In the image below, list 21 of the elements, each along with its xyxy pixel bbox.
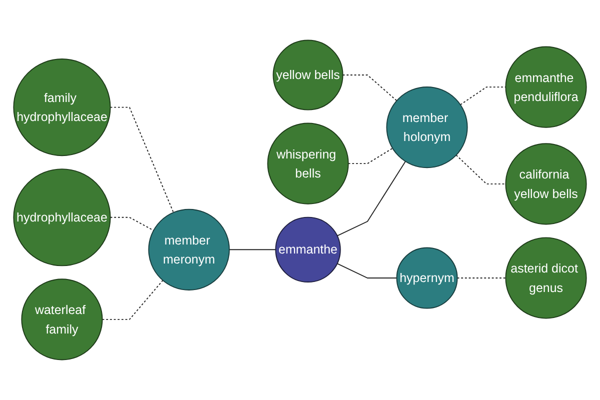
connector bbox=[456, 154, 506, 184]
node-circle: asterid dicot genus bbox=[505, 237, 587, 319]
node-circle: member meronym bbox=[148, 208, 230, 290]
connector bbox=[102, 280, 164, 320]
node-circle: emmanthe bbox=[275, 216, 341, 282]
connector bbox=[348, 148, 394, 164]
node-circle: waterleaf family bbox=[21, 278, 103, 360]
node-circle: hydrophyllaceae bbox=[13, 168, 111, 266]
connector bbox=[336, 263, 398, 278]
node-circle: hypernym bbox=[396, 247, 458, 309]
node-circle: yellow bells bbox=[272, 40, 344, 110]
node-circle: family hydrophyllaceae bbox=[13, 58, 111, 156]
node-circle: whispering bells bbox=[267, 122, 349, 204]
node-circle: california yellow bells bbox=[505, 143, 587, 225]
node-circle: emmanthe penduliflora bbox=[505, 46, 587, 128]
connector bbox=[336, 160, 406, 236]
connector bbox=[110, 106, 174, 213]
connector bbox=[342, 74, 398, 102]
connector bbox=[110, 216, 154, 231]
node-circle: member holonym bbox=[386, 86, 468, 168]
connector bbox=[228, 249, 276, 250]
